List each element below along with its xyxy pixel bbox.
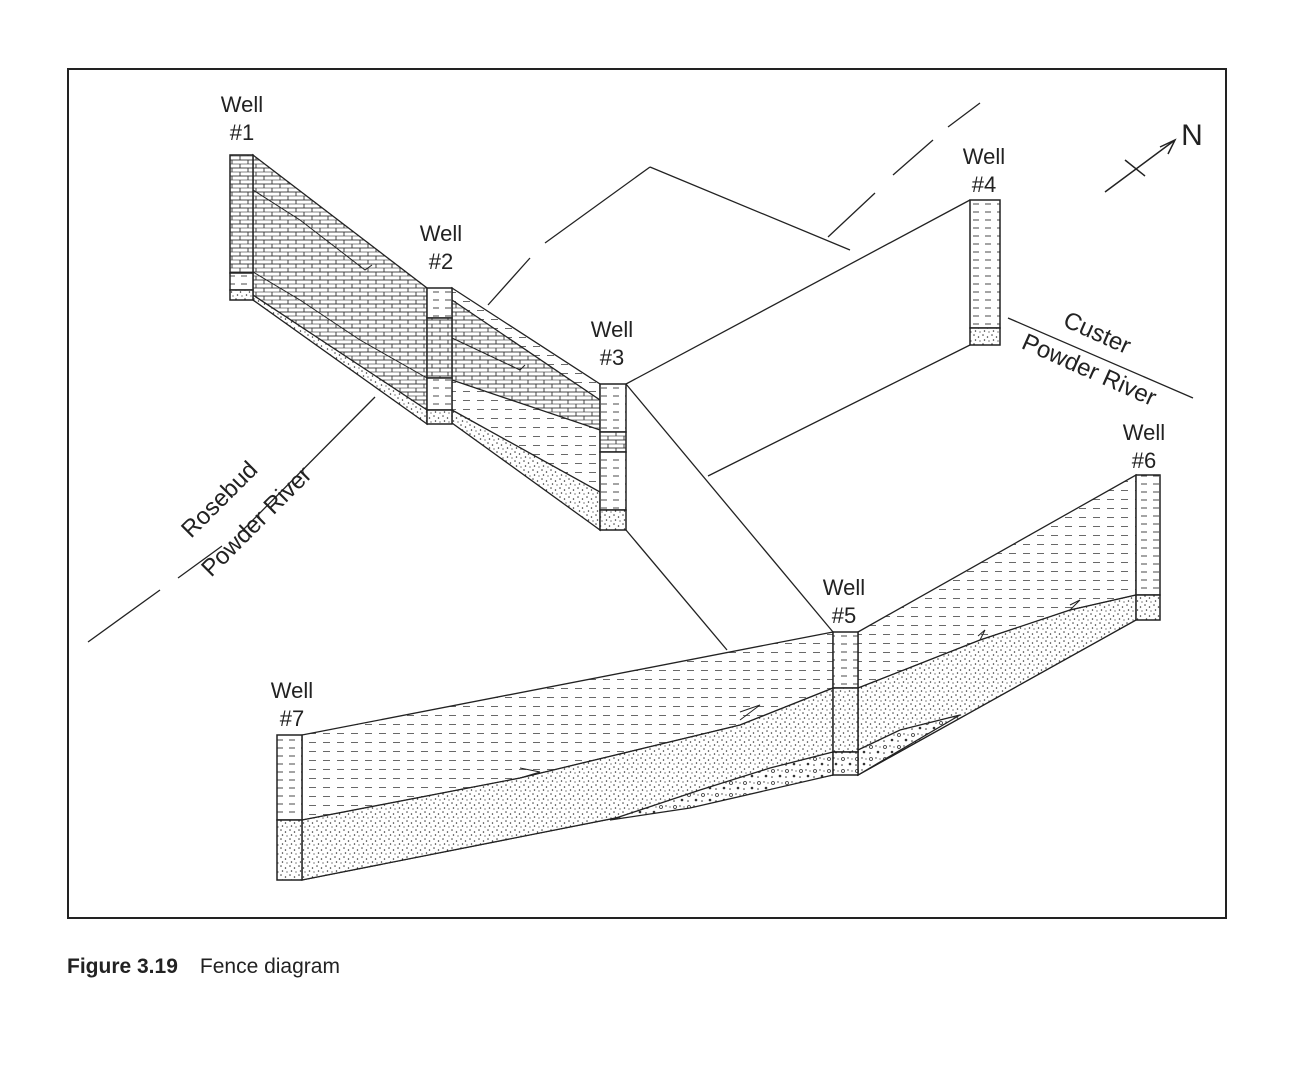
well-column-1 [229,154,254,301]
well-label-2-line1: Well [420,221,462,246]
north-arrow-icon [1104,138,1177,193]
well-label-1-line1: Well [221,92,263,117]
well-label-6-line2: #6 [1132,448,1156,473]
fence-panel-well2-well3 [451,286,601,532]
well-column-4 [969,199,1001,346]
well-label-2-line2: #2 [429,249,453,274]
well-column-2 [426,287,453,425]
figure-caption: Figure 3.19 Fence diagram [67,955,340,979]
north-arrow-label: N [1181,119,1203,152]
well-label-5-line1: Well [823,575,865,600]
figure-number: Figure 3.19 [67,955,178,978]
well-label-4-line2: #4 [972,172,996,197]
well-column-5 [832,631,859,776]
well-column-6 [1135,474,1161,621]
connector-lines [625,199,971,651]
well-label-7-line1: Well [271,678,313,703]
county-boundary-lines [87,102,1194,643]
fence-panel-well7-well5 [301,631,834,881]
well-label-6-line1: Well [1123,420,1165,445]
diagram-frame [67,68,1227,919]
fence-panel-well5-well6 [857,473,1137,777]
fence-panel-well1-well2 [252,153,428,426]
well-label-1-line2: #1 [230,120,254,145]
well-label-3-line1: Well [591,317,633,342]
well-label-4-line1: Well [963,144,1005,169]
figure-title: Fence diagram [199,955,340,978]
well-column-3 [599,383,627,531]
well-column-7 [276,734,303,881]
well-label-7-line2: #7 [280,706,304,731]
well-label-3-line2: #3 [600,345,624,370]
well-label-5-line2: #5 [832,603,856,628]
